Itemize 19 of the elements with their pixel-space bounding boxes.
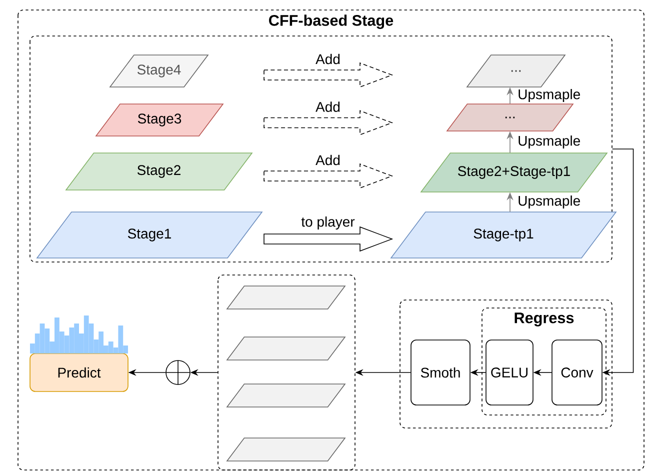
process-box: Smoth [410,340,470,406]
sum-symbol [166,360,190,385]
group-frame [400,300,612,428]
group-frame [218,274,356,470]
block-arrow [264,62,394,88]
output-box: Predict [30,353,128,392]
process-box: Conv [552,340,602,406]
block-arrow [264,110,394,136]
edge-label: Upsmaple [518,135,580,149]
edge-label: Add [316,102,340,112]
edge-label: Add [316,154,340,166]
edge-label: Upsmaple [518,88,580,102]
block-arrow [264,163,394,189]
edge-label: to player [301,216,355,230]
edge-label: Upsmaple [518,195,580,209]
block-arrow [264,226,394,252]
process-box: GELU [486,340,534,406]
group-frame [30,36,612,262]
edge-label: Add [316,54,340,64]
